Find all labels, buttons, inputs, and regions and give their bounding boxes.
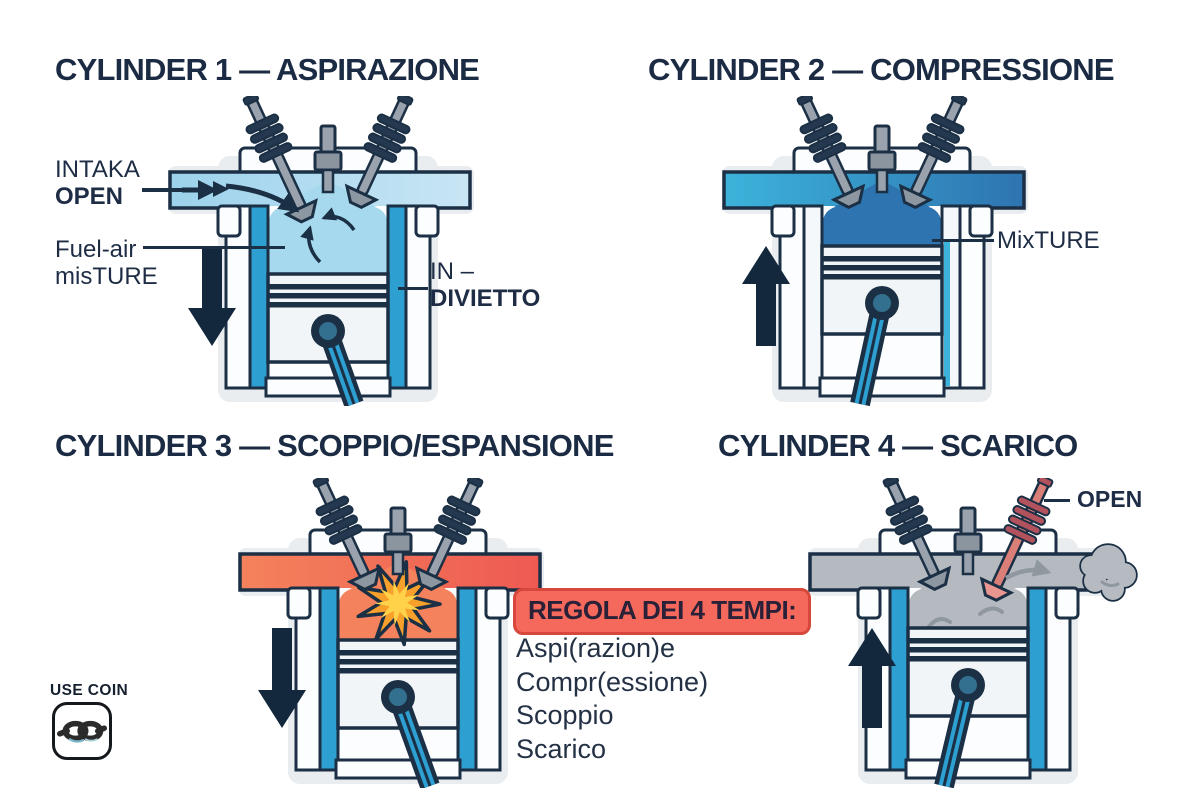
use-coin-label: USE COIN [50,682,129,699]
rule-box: REGOLA DEI 4 TEMPI: [513,588,812,635]
cylinder-1-title: CYLINDER 1 — ASPIRAZIONE [55,52,480,87]
knot-icon [52,702,112,760]
rule-heading: REGOLA DEI 4 TEMPI: [513,588,812,635]
rule-item: Scoppio [516,700,614,730]
cylinder-3-engine-diagram [238,478,544,788]
label-mixture: MixTURE [997,227,1100,254]
label-exhaust-open: OPEN [1077,486,1142,513]
rule-list: Aspi(razion)e Compr(essione) Scoppio Sca… [516,632,708,766]
label-fuel-air-mixture: Fuel-air misTURE [55,236,158,290]
label-line: INTAKA [55,156,140,183]
label-line: OPEN [1077,486,1143,512]
label-line: OPEN [55,183,124,210]
label-in-divietto: IN – DIVIETTO [430,258,540,312]
cylinder-3-title: CYLINDER 3 — SCOPPIO/ESPANSIONE [55,428,614,463]
cylinder-2-title: CYLINDER 2 — COMPRESSIONE [648,52,1115,87]
cylinder-4-title: CYLINDER 4 — SCARICO [718,428,1078,463]
label-line: IN – [430,258,475,285]
label-line: misTURE [55,263,158,290]
intake-arrow-connector [142,181,229,197]
knot-icon-drawing [57,720,107,743]
label-line: MixTURE [997,227,1100,254]
in-divietto-connector-line [398,287,428,290]
exhaust-open-connector-line [1044,499,1070,502]
rule-item: Aspi(razion)e [516,633,676,663]
rule-item: Compr(essione) [516,666,709,697]
label-line: Fuel-air [55,236,137,263]
rule-item: Scarico [516,733,607,764]
label-line: DIVIETTO [430,285,541,312]
cylinder-1-engine-diagram [168,96,474,406]
cylinder-2-engine-diagram [722,96,1028,406]
mixture-connector-line [932,239,994,242]
fuel-air-connector-line [143,246,285,249]
cylinder-4-engine-diagram [808,478,1138,788]
label-intake-open: INTAKA OPEN [55,156,140,210]
